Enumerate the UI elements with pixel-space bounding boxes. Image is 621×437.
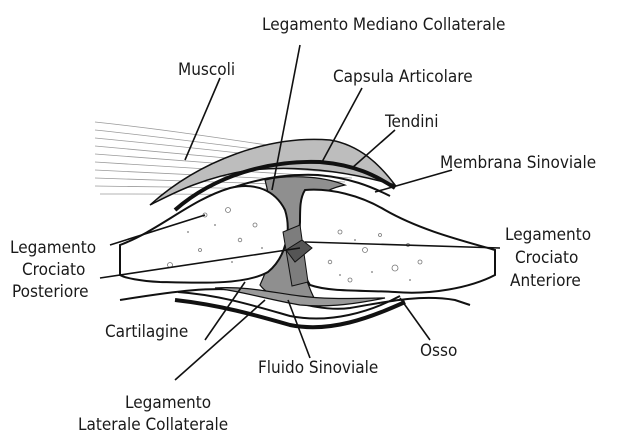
label-synovial-fluid: Fluido Sinoviale: [258, 358, 378, 378]
label-cartilage: Cartilagine: [105, 322, 188, 342]
label-synovial-membrane: Membrana Sinoviale: [440, 153, 596, 173]
label-capsule: Capsula Articolare: [333, 67, 473, 87]
label-pcl-line2: Crociato: [22, 260, 85, 280]
label-pcl-line3: Posteriore: [12, 282, 89, 302]
label-lcl-line1: Legamento: [125, 393, 211, 413]
label-acl-line1: Legamento: [505, 225, 591, 245]
label-pcl-line1: Legamento: [10, 238, 96, 258]
label-tendons: Tendini: [384, 112, 438, 132]
label-medial-collateral: Legamento Mediano Collaterale: [262, 15, 505, 35]
label-bone: Osso: [420, 341, 457, 361]
label-acl-line3: Anteriore: [510, 271, 581, 291]
label-lcl-line2: Laterale Collaterale: [78, 415, 228, 435]
tibia: [299, 190, 495, 293]
label-acl-line2: Crociato: [515, 248, 578, 268]
label-muscles: Muscoli: [178, 60, 235, 80]
